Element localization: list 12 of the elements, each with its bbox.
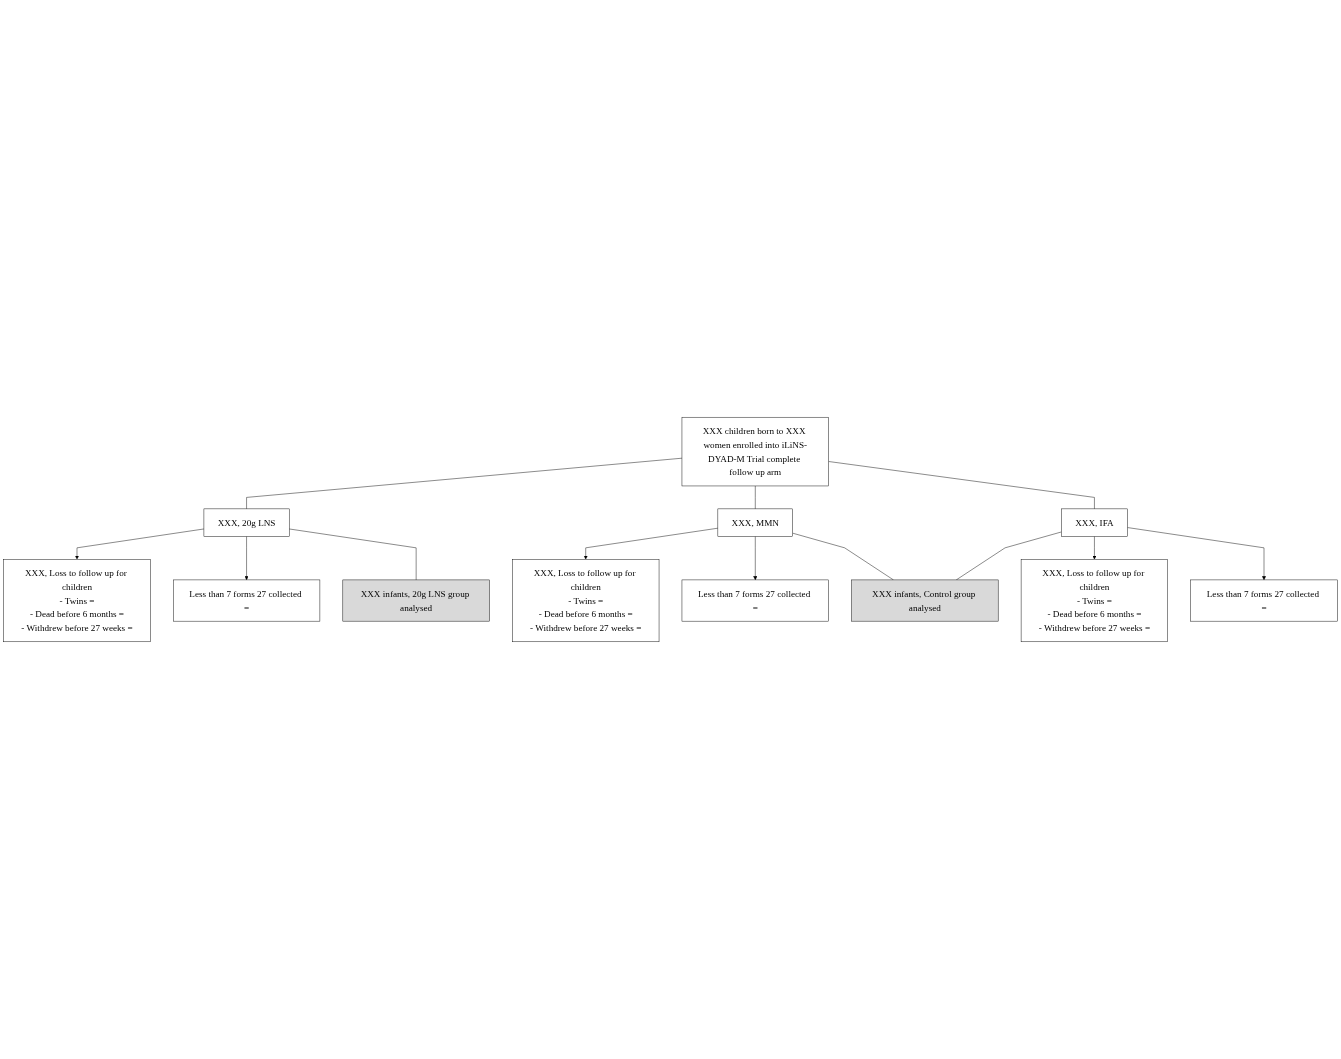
node-box: Less than 7 forms 27 collected = [681, 579, 829, 622]
node-box: XXX children born to XXX women enrolled into iLiNS-DYAD-M Trial complete follow up arm [681, 417, 829, 487]
node-box: XXX infants, 20g LNS group analysed [342, 579, 490, 622]
node-box: XXX, Loss to follow up for children - Twins = - Dead before 6 months = - Withdrew before 27 weeks = [3, 559, 151, 642]
node-box: XXX, 20g LNS [203, 508, 290, 537]
node-box: XXX, IFA [1061, 508, 1128, 537]
node-box: Less than 7 forms 27 collected = [173, 579, 321, 622]
node-box: XXX, Loss to follow up for children - Twins = - Dead before 6 months = - Withdrew before 27 weeks = [512, 559, 660, 642]
node-box: XXX, MMN [717, 508, 793, 537]
node-box: XXX infants, Control group analysed [851, 579, 999, 622]
node-box: Less than 7 forms 27 collected = [1190, 579, 1338, 622]
node-box: XXX, Loss to follow up for children - Twins = - Dead before 6 months = - Withdrew before 27 weeks = [1020, 559, 1168, 642]
